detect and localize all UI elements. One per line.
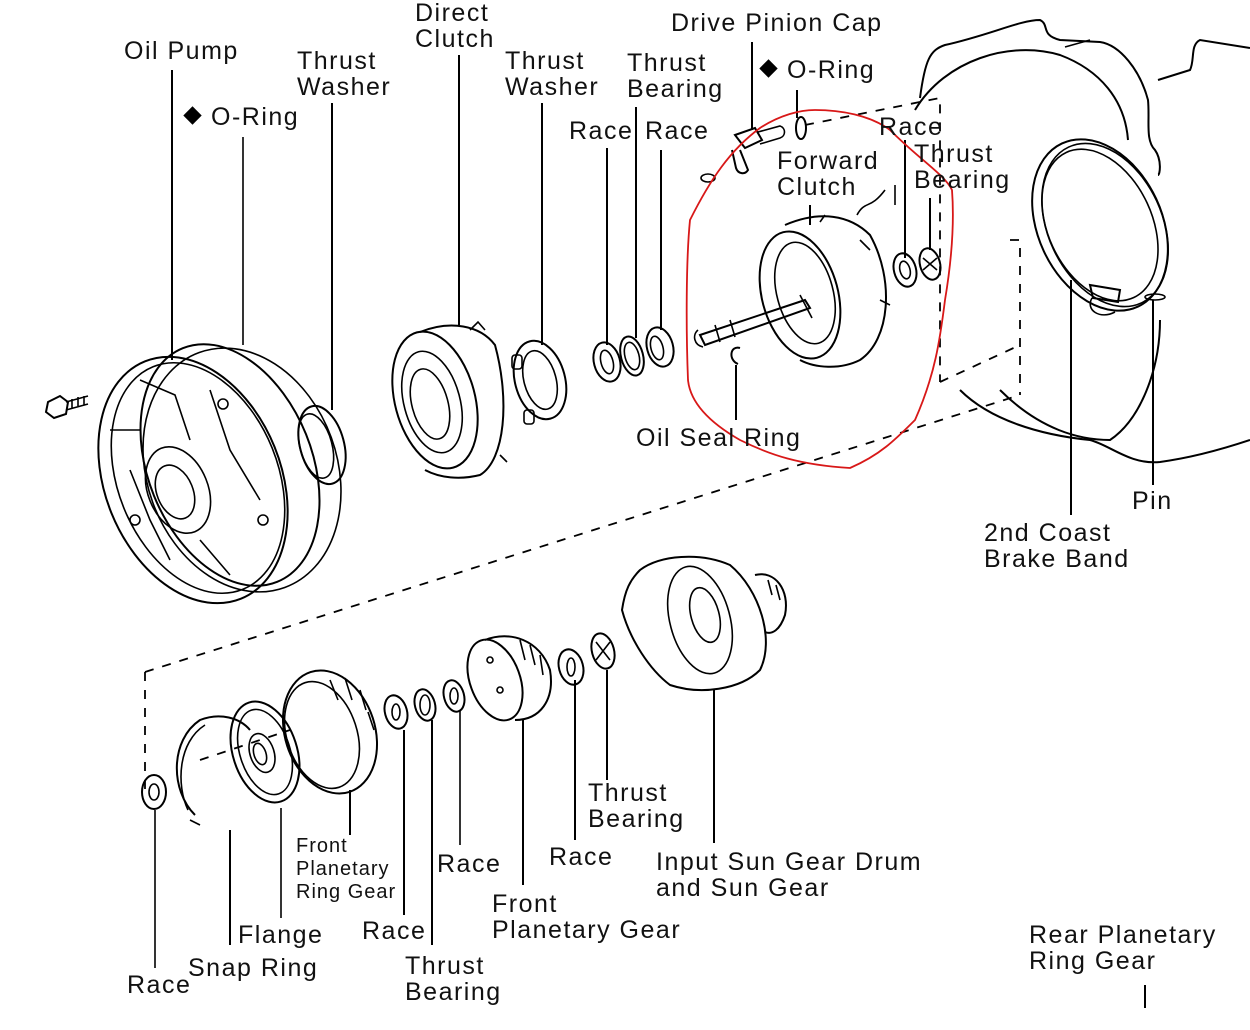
race-bearing-stack-top: [592, 326, 675, 383]
label-o-ring-right: O-Ring: [759, 57, 875, 83]
label-race-top-1: Race: [569, 117, 634, 145]
transmission-case-drawing: [914, 18, 1250, 464]
label-race-top-2: Race: [645, 117, 710, 145]
non-reusable-diamond-icon: [759, 59, 778, 78]
label-race-lower-mid: Race: [549, 843, 614, 871]
label-race-lower-left-b: Race: [362, 917, 427, 945]
highlight-loop: [685, 109, 954, 469]
label-snap-ring: Snap Ring: [188, 954, 319, 982]
lower-assembly-drawing: [141, 555, 787, 826]
oil-pump-drawing: [44, 343, 347, 605]
label-race-lower-left-a: Race: [437, 850, 502, 878]
label-oil-pump: Oil Pump: [124, 37, 239, 65]
direct-clutch-drawing: [391, 320, 568, 479]
label-flange: Flange: [238, 921, 324, 949]
non-reusable-diamond-icon: [183, 106, 202, 125]
assembly-axes: [144, 96, 1021, 790]
label-race-bottom: Race: [127, 971, 192, 999]
label-drive-pinion-cap: Drive Pinion Cap: [671, 9, 883, 37]
label-oil-seal-ring: Oil Seal Ring: [636, 424, 802, 452]
leader-lines: [154, 42, 1154, 1008]
label-o-ring-left: O-Ring: [183, 104, 299, 130]
label-pin: Pin: [1132, 487, 1173, 515]
label-race-right: Race: [879, 113, 944, 141]
